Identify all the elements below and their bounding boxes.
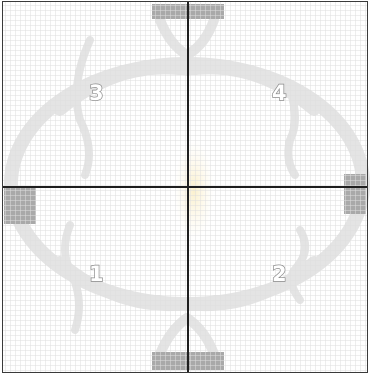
quadrant-bottom-left[interactable]	[4, 188, 185, 370]
quadrant-top-left[interactable]	[4, 3, 185, 185]
quadrant-top-right[interactable]	[189, 3, 370, 185]
quadrant-bottom-right[interactable]	[189, 188, 370, 370]
